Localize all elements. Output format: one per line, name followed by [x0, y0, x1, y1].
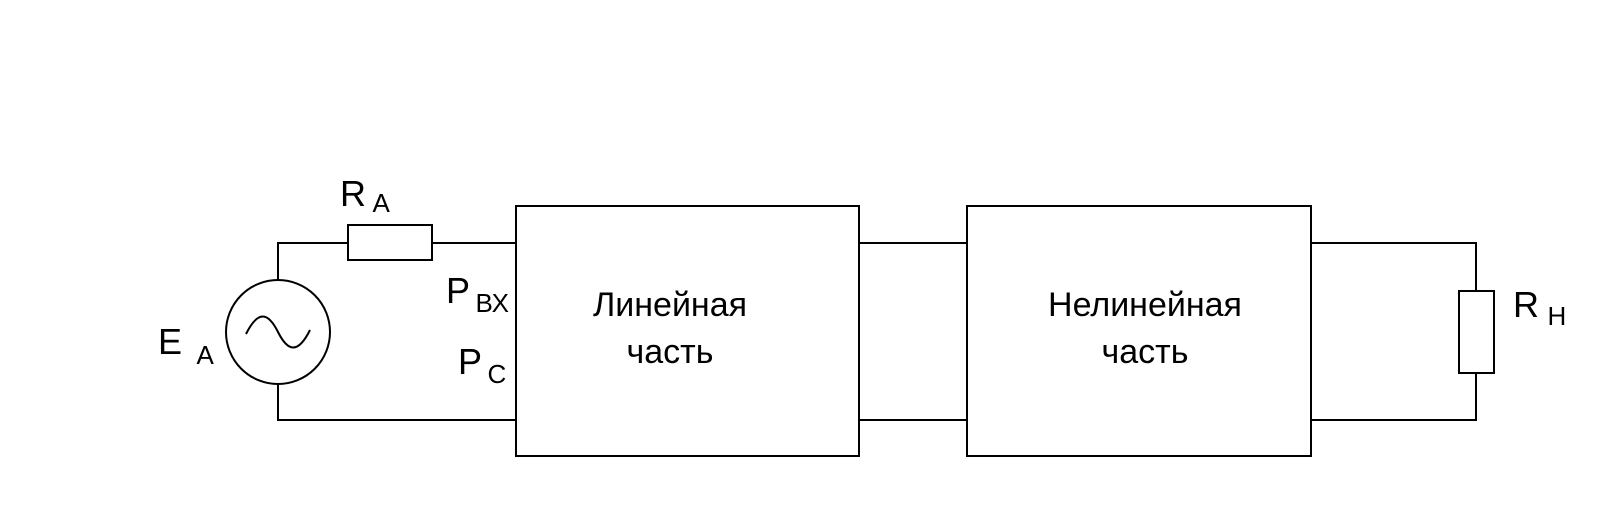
- wire-load-top: [1311, 242, 1477, 291]
- input-power-symbol: P: [446, 270, 470, 311]
- input-power-subscript: ВХ: [475, 288, 509, 318]
- source-symbol: E: [158, 321, 182, 362]
- input-power-label: P ВХ: [446, 270, 509, 318]
- linear-block: Линейная часть: [515, 205, 860, 457]
- source-resistor-subscript: A: [372, 188, 390, 218]
- wire-source-bottom: [277, 385, 516, 421]
- nonlinear-block: Нелинейная часть: [966, 205, 1312, 457]
- source-resistor-label: R A: [340, 173, 390, 218]
- signal-power-subscript: С: [487, 359, 506, 389]
- source-resistor-icon: [347, 224, 433, 261]
- signal-power-label: P С: [458, 341, 506, 389]
- wire-source-top: [277, 242, 348, 280]
- load-resistor-icon: [1458, 290, 1495, 374]
- wire-load-bottom: [1311, 373, 1477, 421]
- ac-voltage-source-icon: [225, 279, 331, 385]
- source-label: E A: [158, 321, 214, 370]
- source-subscript: A: [196, 340, 214, 370]
- source-resistor-symbol: R: [340, 173, 366, 214]
- nonlinear-block-line2: часть: [1102, 333, 1189, 371]
- nonlinear-block-line1: Нелинейная: [1048, 286, 1242, 324]
- sine-wave-icon: [245, 315, 311, 349]
- load-resistor-label: R Н: [1513, 284, 1566, 331]
- signal-power-symbol: P: [458, 341, 482, 382]
- load-resistor-symbol: R: [1513, 284, 1539, 325]
- wires: [277, 242, 1477, 421]
- load-resistor-subscript: Н: [1547, 301, 1566, 331]
- linear-block-line1: Линейная: [593, 286, 747, 324]
- linear-block-line2: часть: [627, 333, 714, 371]
